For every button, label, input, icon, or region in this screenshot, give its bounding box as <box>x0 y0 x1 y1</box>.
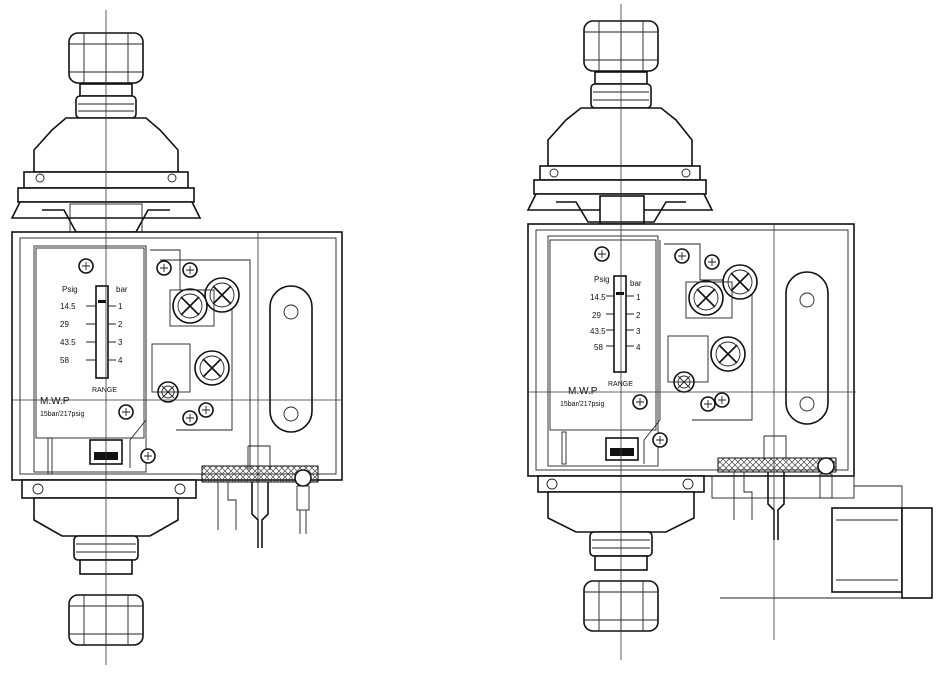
left-terminal-strip <box>201 465 319 483</box>
left-bar-4: 4 <box>118 356 123 365</box>
right-range-window <box>613 275 627 373</box>
right-psig-1: 14.5 <box>590 293 606 302</box>
left-bar-3: 3 <box>118 338 123 347</box>
left-unit-psig: Psig <box>62 285 78 294</box>
left-psig-3: 43.5 <box>60 338 76 347</box>
right-bar-2: 2 <box>636 311 641 320</box>
right-bar-4: 4 <box>636 343 641 352</box>
cable-gland <box>831 507 903 593</box>
right-psig-2: 29 <box>592 311 601 320</box>
right-rating: 15bar/217psig <box>560 401 604 408</box>
left-unit-bar: bar <box>116 285 128 294</box>
right-scale-panel: Psig bar 14.5 29 43.5 58 1 2 3 4 RANGE M… <box>549 239 657 431</box>
left-bar-2: 2 <box>118 320 123 329</box>
right-unit-bar: bar <box>630 279 642 288</box>
right-adjust-slot <box>785 271 829 425</box>
left-range-window <box>95 285 109 379</box>
right-view: Psig bar 14.5 29 43.5 58 1 2 3 4 RANGE M… <box>526 4 933 660</box>
left-psig-4: 58 <box>60 356 69 365</box>
right-bar-3: 3 <box>636 327 641 336</box>
left-view: Psig bar 14.5 29 43.5 58 1 2 3 4 RANGE M… <box>10 10 343 665</box>
cable-gland-cap <box>901 507 933 599</box>
left-scale-panel: Psig bar 14.5 29 43.5 58 1 2 3 4 RANGE M… <box>35 247 145 439</box>
left-rating: 15bar/217psig <box>40 411 84 418</box>
right-bar-1: 1 <box>636 293 641 302</box>
left-psig-2: 29 <box>60 320 69 329</box>
right-terminal-strip <box>717 457 837 473</box>
right-brand: M.W.P <box>568 386 598 397</box>
right-psig-3: 43.5 <box>590 327 606 336</box>
right-unit-psig: Psig <box>594 275 610 284</box>
left-range-label: RANGE <box>92 387 117 394</box>
left-bar-1: 1 <box>118 302 123 311</box>
right-psig-4: 58 <box>594 343 603 352</box>
left-brand: M.W.P <box>40 396 70 407</box>
left-psig-1: 14.5 <box>60 302 76 311</box>
left-adjust-slot <box>269 285 313 433</box>
